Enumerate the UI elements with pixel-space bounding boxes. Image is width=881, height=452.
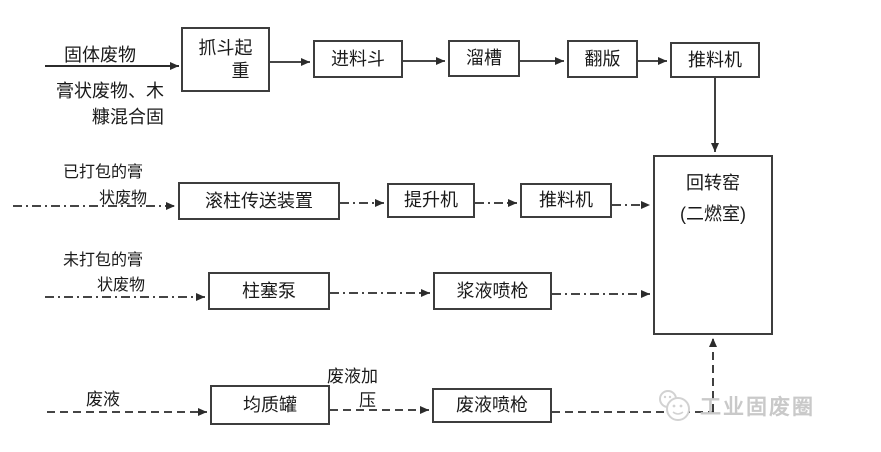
watermark-text: 工业固废圈 [700,396,815,419]
chat-faces-icon [659,390,690,421]
label-unpacked-paste-line2: 状废物 [97,277,146,294]
node-pusher-top: 推料机 [670,42,760,78]
label-pressurize-line1: 废液加 [327,367,378,386]
label-packed-paste-line1: 已打包的膏 [63,164,144,181]
label-paste-wood-line1: 膏状废物、木 [56,81,164,101]
node-pusher-mid: 推料机 [520,183,612,218]
label-unpacked-paste-line1: 未打包的膏 [63,252,144,269]
node-rotary-kiln-line2: (二燃室) [680,204,746,224]
node-elevator: 提升机 [387,183,475,218]
node-homogenizing-tank: 均质罐 [210,385,330,425]
node-grab-crane-line2: 重 [231,60,250,81]
node-chute: 溜槽 [448,40,520,77]
label-paste-wood-line2: 糠混合固 [92,107,164,127]
node-grab-crane: 抓斗起 重 [181,27,270,92]
node-flip-plate: 翻版 [567,40,638,78]
label-solid-waste: 固体废物 [64,45,136,65]
node-waste-liquid-spray-gun: 废液喷枪 [432,388,552,423]
label-packed-paste-line2: 状废物 [99,190,148,207]
label-waste-liquid: 废液 [86,390,120,409]
node-rotary-kiln-line1: 回转窑 [686,173,740,193]
node-slurry-spray-gun: 浆液喷枪 [433,272,552,310]
node-roller-conveyor: 滚柱传送装置 [178,182,340,220]
node-grab-crane-line1: 抓斗起 [198,38,253,58]
node-plunger-pump: 柱塞泵 [208,272,330,310]
node-rotary-kiln: 回转窑 (二燃室) [653,155,773,335]
label-pressurize-line2: 压 [359,391,376,410]
watermark: 工业固废圈 [656,388,815,424]
node-feed-hopper: 进料斗 [313,40,403,78]
